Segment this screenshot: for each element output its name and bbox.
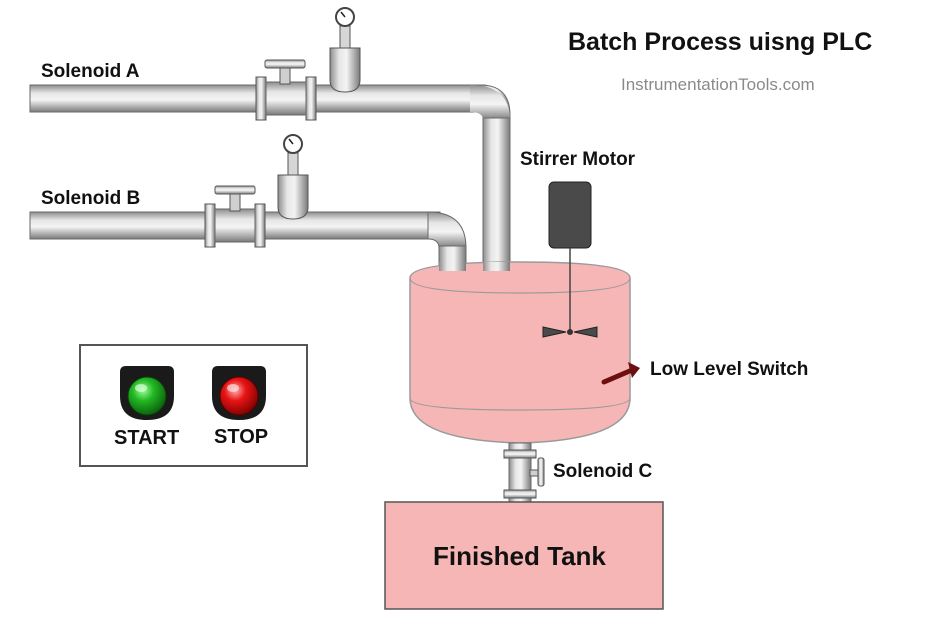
- solenoid-a-label: Solenoid A: [41, 61, 140, 82]
- solenoid-a-valve: [255, 59, 317, 121]
- subtitle: InstrumentationTools.com: [621, 75, 815, 94]
- solenoid-c-label: Solenoid C: [553, 461, 653, 482]
- solenoid-b-gauge: [277, 134, 309, 220]
- stirrer-motor: [542, 181, 598, 338]
- start-button-label: START: [114, 427, 180, 449]
- finished-tank-label: Finished Tank: [433, 541, 606, 571]
- finished-tank: [384, 501, 664, 610]
- solenoid-c-valve: [529, 457, 545, 487]
- page-title: Batch Process uisng PLC: [568, 28, 873, 56]
- solenoid-b-valve: [204, 185, 266, 248]
- solenoid-a-gauge: [329, 7, 361, 93]
- stop-button-label: STOP: [214, 426, 269, 448]
- low-level-switch-label: Low Level Switch: [650, 359, 809, 380]
- solenoid-b-label: Solenoid B: [41, 188, 141, 209]
- mixing-tank: [409, 261, 631, 444]
- control-panel: [79, 344, 308, 467]
- stirrer-motor-label: Stirrer Motor: [520, 149, 636, 170]
- outlet-pipe: [503, 442, 537, 504]
- stop-button[interactable]: [212, 366, 266, 420]
- low-level-switch: [601, 362, 640, 385]
- start-button[interactable]: [120, 366, 174, 420]
